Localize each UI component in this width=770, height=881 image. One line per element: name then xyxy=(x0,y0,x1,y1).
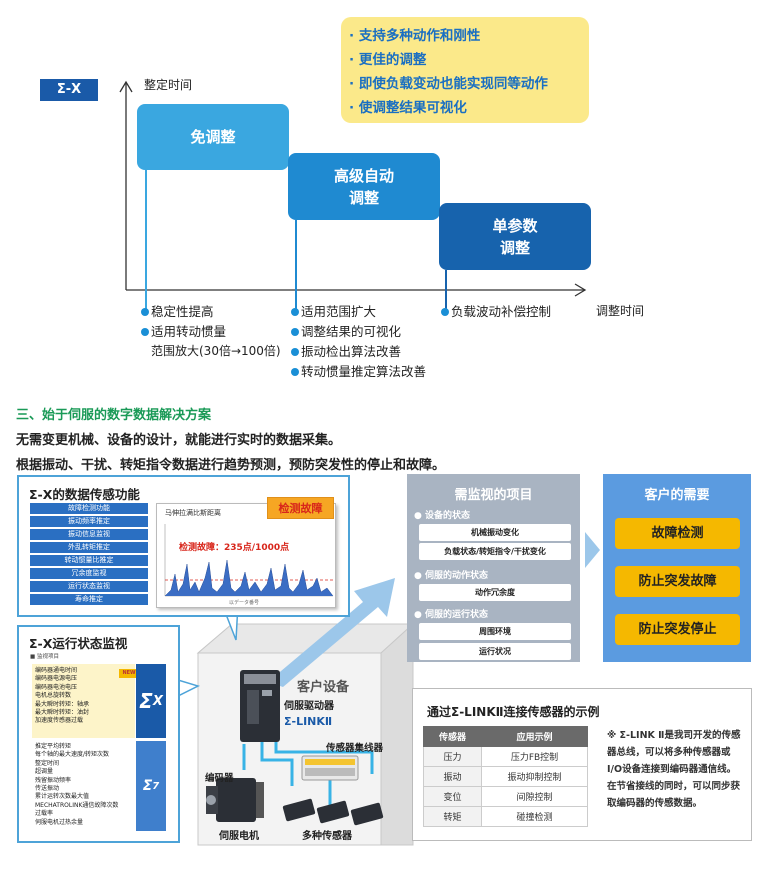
y-axis-label: 整定时间 xyxy=(144,78,193,92)
feature-item: · 支持多种动作和刚性 xyxy=(349,28,481,44)
section-heading: 三、始于伺服的数字数据解决方案 xyxy=(16,408,212,423)
servo-drive-label: 伺服驱动器 xyxy=(284,701,334,712)
bullet-c1-2: 适用转动惯量 xyxy=(141,324,226,340)
feature-item: · 更佳的调整 xyxy=(349,52,427,68)
feature-item: · 使调整结果可视化 xyxy=(349,100,467,116)
graph-x-label: 以データ番号 xyxy=(229,600,260,606)
new-badge: NEW xyxy=(119,669,139,678)
sensor-hub-label: 传感器集线器 xyxy=(326,743,384,754)
needs-group-label: ● 设备的状态 xyxy=(414,511,470,521)
sensing-item: 寿命推定 xyxy=(30,594,148,605)
needs-item: 负载状态/转矩指令/干扰变化 xyxy=(419,543,571,560)
bullet-c2-2: 调整结果的可视化 xyxy=(291,324,401,340)
bullet-c3-1: 负载波动补偿控制 xyxy=(441,304,551,320)
monitor-group-2-list: 推定平均转矩每个轴的最大速度/转矩次数整定时间超调量残留振动频率传送振动累计运转… xyxy=(35,743,119,826)
sensing-item: 振动频率推定 xyxy=(30,516,148,527)
equipment-title: 客户设备 xyxy=(297,680,350,695)
sigma-x-badge: Σ-X xyxy=(40,79,98,101)
sensing-item: 故障检测功能 xyxy=(30,503,148,514)
servo-motor-graphic xyxy=(216,778,256,822)
sensor-table-header: 传感器应用示例 xyxy=(423,726,588,747)
sensing-item: 振动信息监视 xyxy=(30,529,148,540)
y-axis-arrow xyxy=(119,80,133,93)
fault-callout: 检测故障 xyxy=(267,497,334,519)
anomaly-spikes xyxy=(164,524,334,597)
needs-item: 运行状况 xyxy=(419,643,571,660)
needs-item: 机械振动变化 xyxy=(419,524,571,541)
monitor-group-1-list: 编码器通电时间编码器电源电压编码器电池电压电机总旋转数最大瞬时转矩：轴承最大瞬时… xyxy=(35,667,90,725)
bullet-c1-1: 稳定性提高 xyxy=(141,304,214,320)
anomaly-graph-window: 马伸拉满比斯距离 检测故障：235点/1000点 以データ番号 xyxy=(156,503,336,608)
graph-note: 检测故障：235点/1000点 xyxy=(179,543,290,553)
graph-title: 马伸拉满比斯距离 xyxy=(165,509,221,517)
sensing-title: Σ-X的数据传感功能 xyxy=(29,487,140,502)
need-fault-detection: 故障检测 xyxy=(615,518,740,549)
customer-needs-title: 客户的需要 xyxy=(644,488,710,503)
step-one-parameter-tuning: 单参数 调整 xyxy=(439,203,591,270)
sensor-graphic xyxy=(282,798,316,822)
link-cable xyxy=(274,742,374,774)
sensing-item: 转动惯量比推定 xyxy=(30,555,148,566)
monitor-group-1: 编码器通电时间编码器电源电压编码器电池电压电机总旋转数最大瞬时转矩：轴承最大瞬时… xyxy=(32,664,135,738)
sigma-link-label: Σ-LINKⅡ xyxy=(284,715,333,728)
sigma-link-note: ※ Σ-LINK Ⅱ是我司开发的传感器总线，可以将多种传感器或I/O设备连接到编… xyxy=(607,730,741,809)
bullet-c2-4: 转动惯量推定算法改善 xyxy=(291,364,426,380)
encoder-label: 编码器 xyxy=(205,773,234,784)
diagram-shapes xyxy=(177,532,600,846)
x-axis-label: 调整时间 xyxy=(596,304,645,318)
feature-item: · 即使负载变动也能实现同等动作 xyxy=(349,76,548,92)
sensor-table: 传感器应用示例 压力压力FB控制 振动振动抑制控制 变位间隙控制 转矩碰撞检测 xyxy=(423,726,588,827)
monitor-items-title: 需监视的项目 xyxy=(454,488,533,503)
monitor-subtitle: ■ 监视项目 xyxy=(30,654,59,660)
sensing-item: 运行状态监视 xyxy=(30,581,148,592)
sensing-item: 外乱转矩推定 xyxy=(30,542,148,553)
servo-motor-label: 伺服电机 xyxy=(219,831,259,842)
need-prevent-sudden-failure: 防止突发故障 xyxy=(615,566,740,597)
needs-item: 周围环境 xyxy=(419,623,571,640)
features-list: · 支持多种动作和刚性 · 更佳的调整 · 即使负载变动也能实现同等动作 · 使… xyxy=(349,24,589,120)
monitor-title: Σ-X运行状态监视 xyxy=(29,636,128,651)
chart-axes xyxy=(119,80,587,312)
section-line-1: 无需变更机械、设备的设计，就能进行实时的数据采集。 xyxy=(16,433,342,448)
monitor-callout-tail xyxy=(177,678,201,698)
needs-item: 动作冗余度 xyxy=(419,584,571,601)
needs-group-label: ● 伺服的动作状态 xyxy=(414,571,488,581)
table-row: 压力压力FB控制 xyxy=(423,746,588,767)
section-line-2: 根据振动、干扰、转矩指令数据进行趋势预测，预防突发性的停止和故障。 xyxy=(16,458,446,473)
features-box: · 支持多种动作和刚性 · 更佳的调整 · 即使负载变动也能实现同等动作 · 使… xyxy=(341,17,589,123)
bullet-c2-3: 振动检出算法改善 xyxy=(291,344,401,360)
data-flow-arrow xyxy=(268,578,395,687)
monitor-group-2: 推定平均转矩每个轴的最大速度/转矩次数整定时间超调量残留振动频率传送振动累计运转… xyxy=(32,741,135,831)
step-no-tuning: 免调整 xyxy=(137,104,289,170)
sensing-item: 冗余度监视 xyxy=(30,568,148,579)
need-prevent-sudden-stop: 防止突发停止 xyxy=(615,614,740,645)
table-row: 振动振动抑制控制 xyxy=(423,766,588,787)
bullet-c1-3: 范围放大(30倍→100倍) xyxy=(151,344,281,358)
sensors-label: 多种传感器 xyxy=(302,831,352,842)
step-advanced-auto-tuning: 高级自动 调整 xyxy=(288,153,440,220)
table-row: 转矩碰撞检测 xyxy=(423,806,588,827)
bullet-c2-1: 适用范围扩大 xyxy=(291,304,376,320)
table-row: 变位间隙控制 xyxy=(423,786,588,807)
needs-group-label: ● 伺服的运行状态 xyxy=(414,610,488,620)
needs-to-customer-arrow xyxy=(585,532,600,568)
x-axis-arrow xyxy=(574,283,587,297)
sensor-example-title: 通过Σ-LINKⅡ连接传感器的示例 xyxy=(427,705,600,719)
